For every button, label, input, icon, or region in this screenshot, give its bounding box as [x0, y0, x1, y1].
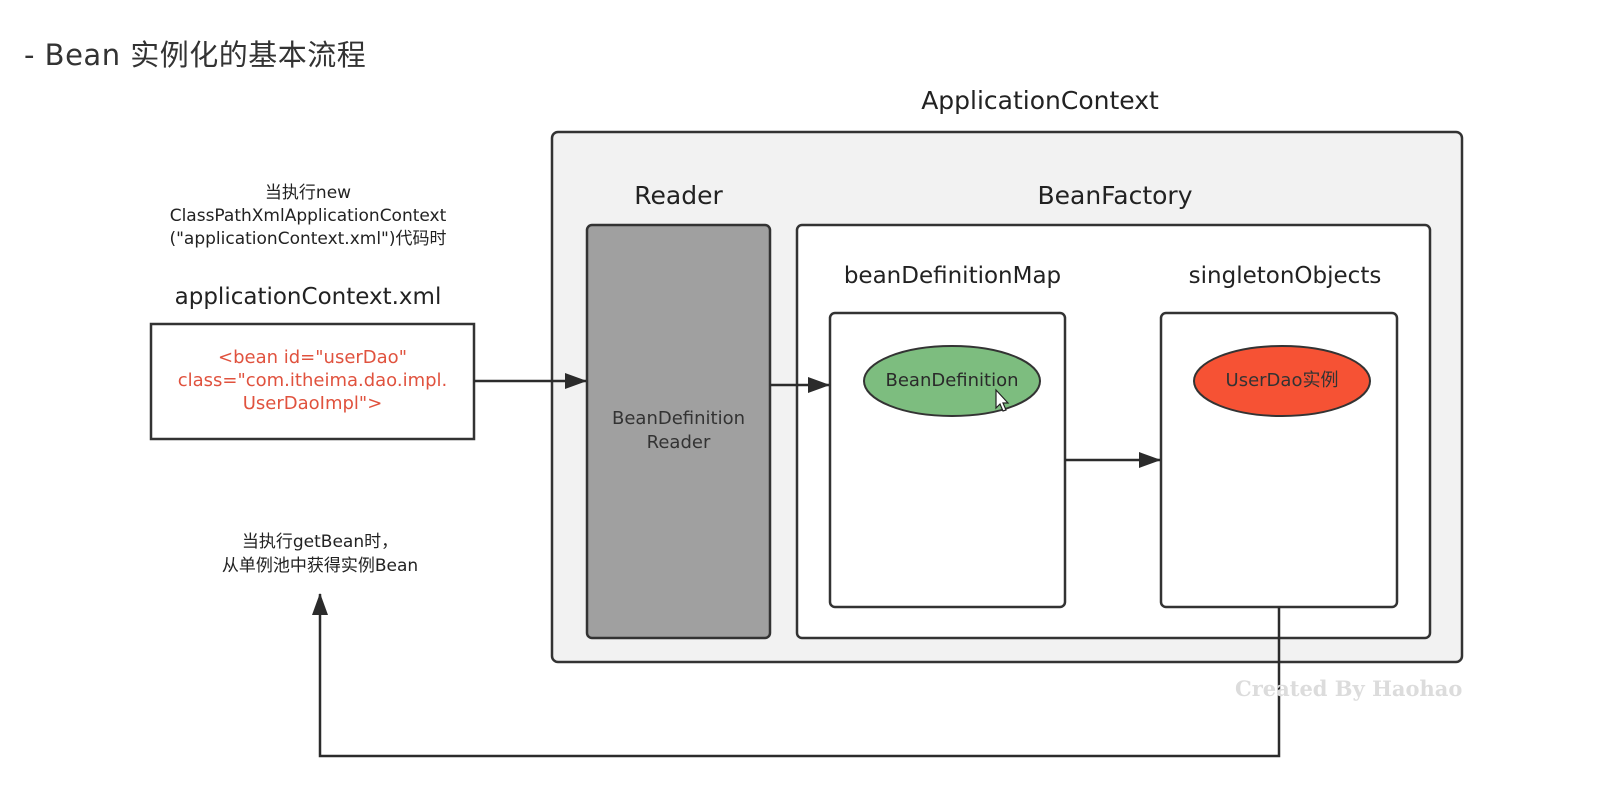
get-bean-note: 当执行getBean时， 从单例池中获得实例Bean: [170, 530, 470, 578]
mouse-cursor-icon: [995, 388, 1010, 412]
reader-box-label-line2: Reader: [646, 432, 711, 453]
application-context-title: ApplicationContext: [921, 86, 1159, 115]
bean-definition-map-title: beanDefinitionMap: [843, 263, 1062, 289]
reader-title: Reader: [634, 181, 723, 210]
watermark: Created By Haohao: [1235, 676, 1463, 701]
xml-file-title: applicationContext.xml: [174, 284, 442, 310]
xml-content-line2: class="com.itheima.dao.impl.: [177, 370, 448, 391]
xml-file-box: [149, 322, 476, 441]
xml-caption-line3: ("applicationContext.xml")代码时: [169, 229, 447, 249]
page-subtitle: - Bean 实例化的基本流程: [24, 38, 367, 72]
reader-box: [585, 223, 772, 640]
xml-caption-line2: ClassPathXmlApplicationContext: [169, 206, 447, 226]
xml-content-line3: UserDaoImpl">: [242, 393, 383, 414]
bean-factory-title: BeanFactory: [1037, 181, 1193, 210]
get-bean-note-line2: 从单例池中获得实例Bean: [221, 556, 419, 576]
singleton-objects-title: singletonObjects: [1188, 263, 1382, 289]
reader-box-label: BeanDefinition Reader: [587, 407, 770, 455]
xml-bean-definition-text: <bean id="userDao" class="com.itheima.da…: [151, 346, 474, 415]
xml-caption-line1: 当执行new: [264, 183, 352, 203]
reader-box-label-line1: BeanDefinition: [611, 408, 746, 429]
userdao-instance-ellipse: [1193, 345, 1371, 417]
userdao-instance-label: UserDao实例: [1225, 370, 1339, 391]
bean-definition-label: BeanDefinition: [885, 370, 1019, 391]
xml-load-caption: 当执行new ClassPathXmlApplicationContext ("…: [130, 182, 486, 251]
arrow-singletons-to-getbean: [312, 593, 1281, 758]
get-bean-note-line1: 当执行getBean时，: [241, 532, 399, 552]
xml-content-line1: <bean id="userDao": [218, 347, 407, 368]
